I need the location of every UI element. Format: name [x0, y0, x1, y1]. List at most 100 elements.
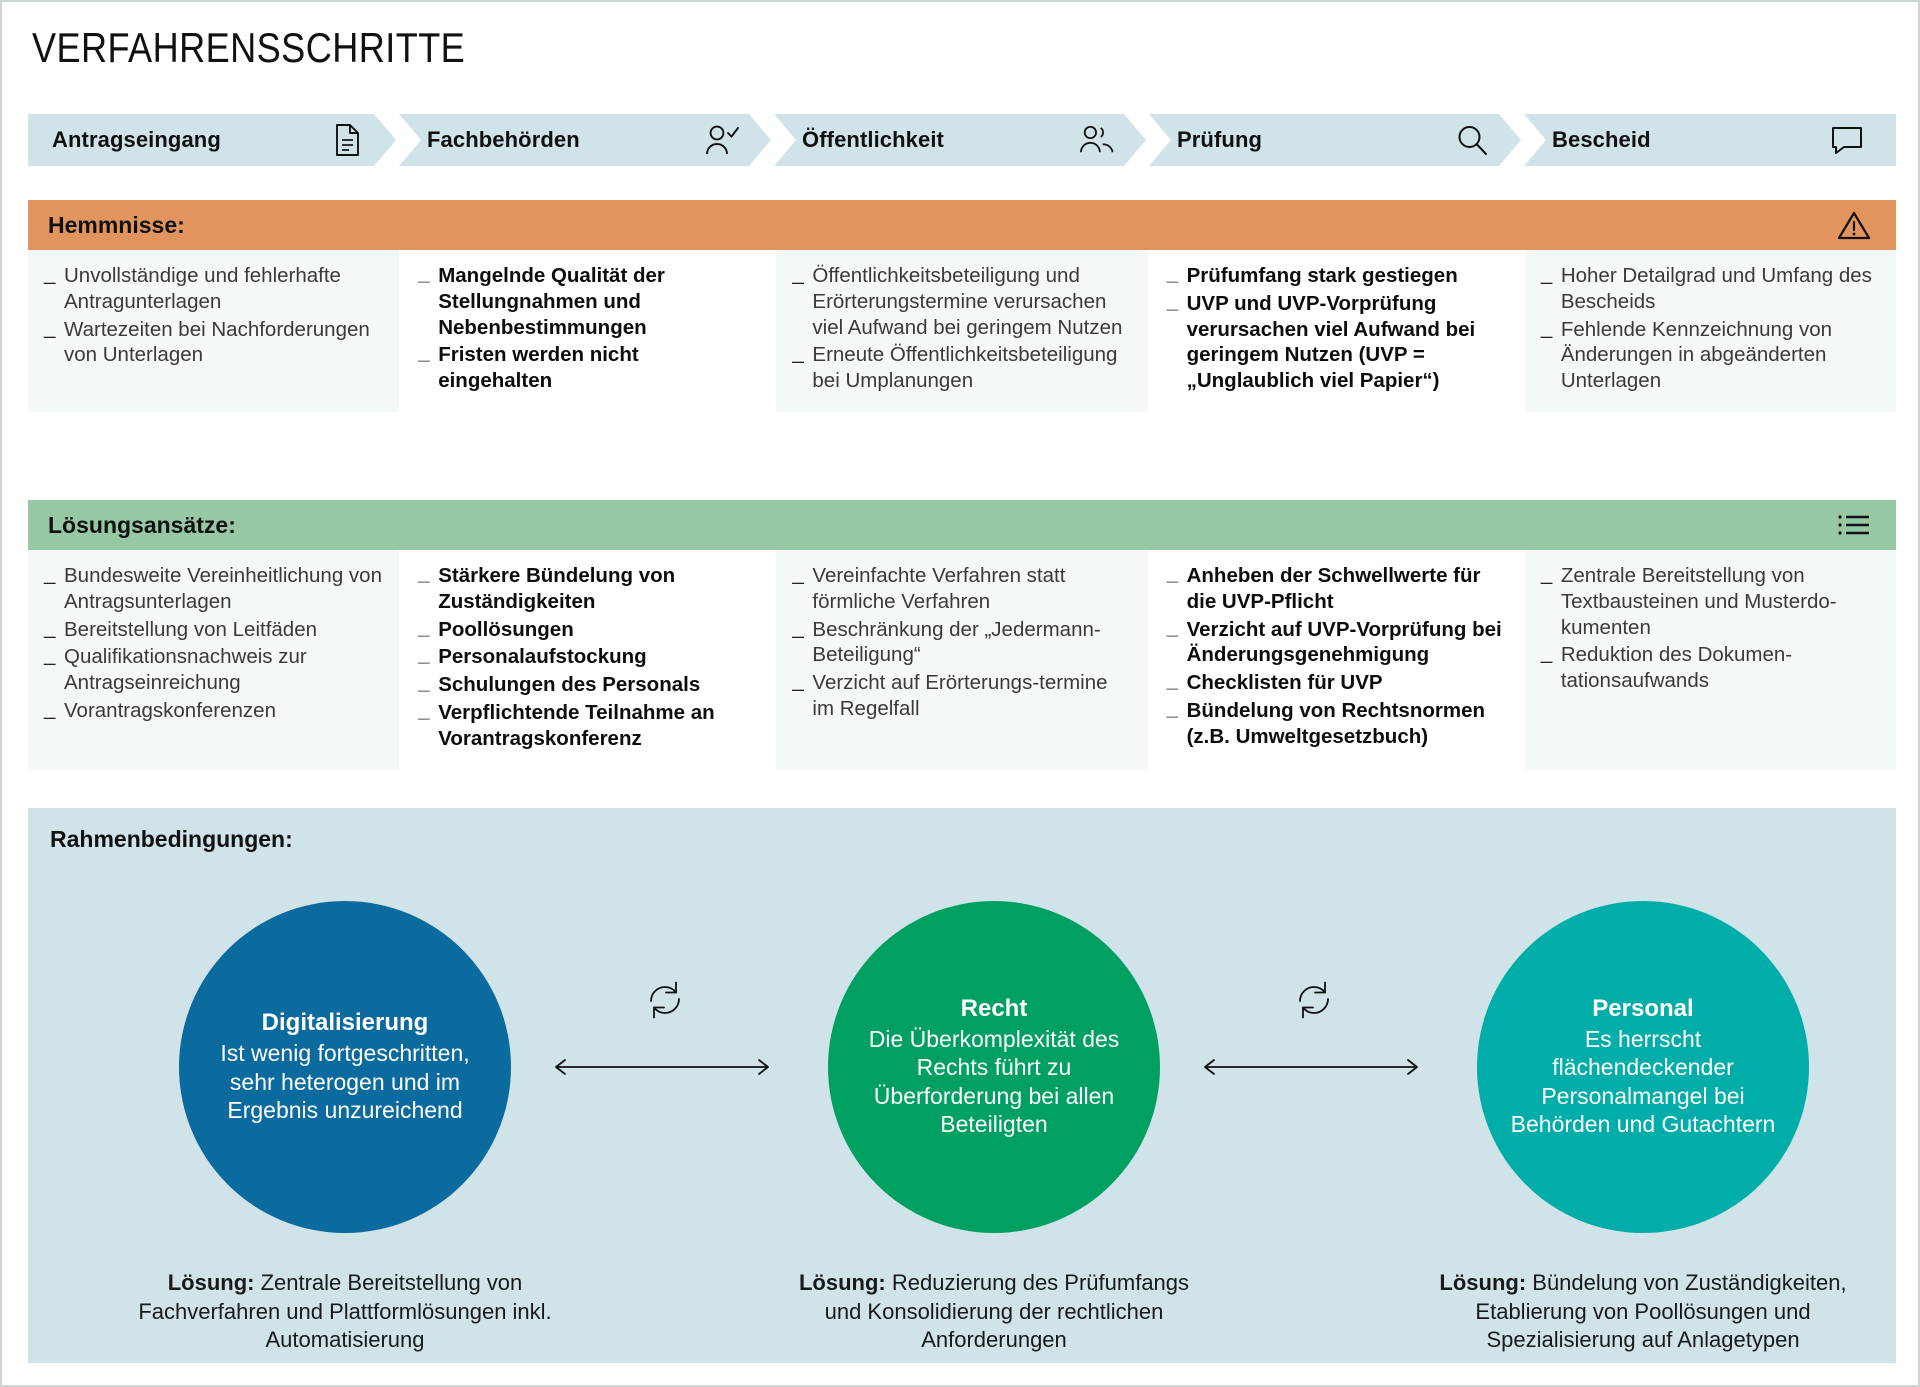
list-item: Hoher Detailgrad und Umfang des Bescheid… [1539, 261, 1880, 315]
warning-triangle-icon [1834, 207, 1874, 243]
condition-connector-2 [1196, 981, 1426, 1129]
process-step-bar: Antragseingang Fachbehörden Öffentlichkeit… [28, 114, 1896, 166]
list-item: Poollösungen [416, 615, 757, 643]
condition-circle-name: Digitalisierung [261, 1009, 429, 1037]
solutions-column-2: Stärkere Bündelung von ZuständigkeitenPo… [402, 550, 774, 770]
bullet-list: Vereinfachte Verfahren statt förmliche V… [790, 561, 1131, 722]
bullet-list: Prüfumfang stark gestiegenUVP und UVP-Vo… [1165, 261, 1506, 394]
list-item: Bereitstellung von Leitfäden [42, 615, 383, 643]
solution-label: Lösung: [798, 1270, 886, 1295]
process-step-1[interactable]: Antragseingang [28, 114, 396, 166]
conditions-title: Rahmenbedingungen: [50, 826, 293, 852]
condition-circle-name: Recht [960, 995, 1028, 1023]
condition-connector-1 [547, 981, 777, 1129]
list-item: Reduktion des Dokumen-tationsaufwands [1539, 640, 1880, 694]
list-item: Vereinfachte Verfahren statt förmliche V… [790, 561, 1131, 615]
process-step-label: Prüfung [1177, 127, 1263, 152]
condition-solution-caption-2: Lösung: Reduzierung des Prüfumfangs und … [779, 1269, 1209, 1355]
condition-circle-name: Personal [1592, 995, 1694, 1023]
condition-circle-description: Ist wenig fortgeschritten, sehr heteroge… [220, 1040, 470, 1124]
list-item: Mangelnde Qualität der Stellungnahmen un… [416, 261, 757, 340]
users-group-icon [1080, 123, 1114, 157]
process-step-4[interactable]: Prüfung [1149, 114, 1521, 166]
solution-label: Lösung: [167, 1270, 255, 1295]
bullet-list: Öffentlichkeitsbeteiligung und Erörterun… [790, 261, 1131, 394]
document-icon [330, 123, 364, 157]
bullet-list: Zentrale Bereitstellung von Textbaustein… [1539, 561, 1880, 694]
list-item: Erneute Öffentlichkeitsbeteiligung bei U… [790, 340, 1131, 394]
list-item: Wartezeiten bei Nachforderungen von Unte… [42, 315, 383, 369]
obstacles-column-1: Unvollständige und fehlerhafte Antragunt… [28, 250, 400, 413]
solution-label: Lösung: [1439, 1270, 1527, 1295]
list-item: Fehlende Kennzeichnung von Änderungen in… [1539, 315, 1880, 394]
bullet-list: Bundesweite Vereinheitlichung von Antrag… [42, 561, 383, 724]
refresh-cycle-icon [642, 977, 688, 1023]
solutions-column-1: Bundesweite Vereinheitlichung von Antrag… [28, 550, 400, 770]
solutions-columns: Bundesweite Vereinheitlichung von Antrag… [28, 550, 1897, 770]
process-step-5[interactable]: Bescheid [1524, 114, 1896, 166]
list-item: Vorantragskonferenzen [42, 696, 383, 724]
bullet-list: Stärkere Bündelung von ZuständigkeitenPo… [416, 561, 757, 752]
double-arrow-icon [1196, 1055, 1426, 1079]
list-item: Personalaufstockung [416, 642, 757, 670]
process-step-label: Öffentlichkeit [802, 127, 944, 152]
list-item: Unvollständige und fehlerhafte Antragunt… [42, 261, 383, 315]
list-item: Öffentlichkeitsbeteiligung und Erörterun… [790, 261, 1131, 340]
page-title: VERFAHRENSSCHRITTE [32, 24, 466, 71]
list-item: Beschränkung der „Jedermann-Beteiligung“ [790, 615, 1131, 669]
list-item: Verzicht auf Erörterungs-termine im Rege… [790, 668, 1131, 722]
solutions-column-5: Zentrale Bereitstellung von Textbaustein… [1524, 550, 1897, 770]
condition-solution-caption-1: Lösung: Zentrale Bereitstellung von Fach… [130, 1269, 560, 1355]
solution-text: Zentrale Bereitstellung von Fachverfahre… [138, 1270, 552, 1353]
list-item: UVP und UVP-Vorprüfung verursachen viel … [1165, 289, 1506, 394]
obstacles-columns: Unvollständige und fehlerhafte Antragunt… [28, 250, 1897, 413]
solutions-column-3: Vereinfachte Verfahren statt förmliche V… [776, 550, 1148, 770]
list-item: Qualifikationsnachweis zur Antragseinrei… [42, 642, 383, 696]
list-item: Checklisten für UVP [1165, 668, 1506, 696]
solutions-title: Lösungsansätze: [48, 511, 236, 538]
condition-solution-caption-3: Lösung: Bündelung von Zuständigkeiten, E… [1428, 1269, 1858, 1355]
process-step-2[interactable]: Fachbehörden [399, 114, 771, 166]
list-item: Bundesweite Vereinheitlichung von Antrag… [42, 561, 383, 615]
condition-circle-description: Es herrscht flächendeckender Personalman… [1510, 1025, 1776, 1138]
list-item: Schulungen des Personals [416, 670, 757, 698]
solutions-column-4: Anheben der Schwellwerte für die UVP-Pfl… [1150, 550, 1522, 770]
list-item: Verzicht auf UVP-Vorprüfung bei Änderung… [1165, 615, 1506, 669]
obstacles-column-4: Prüfumfang stark gestiegenUVP und UVP-Vo… [1150, 250, 1522, 413]
list-item: Verpflichtende Teilnahme an Vorantragsko… [416, 698, 757, 752]
condition-circle-description: Die Überkomplexität des Rechts führt zu … [868, 1025, 1120, 1138]
solutions-section: Lösungsansätze: Bundesweite Vereinheitli… [28, 500, 1897, 770]
list-item: Zentrale Bereitstellung von Textbaustein… [1539, 561, 1880, 640]
list-item: Fristen werden nicht eingehalten [416, 340, 757, 394]
checklist-icon [1834, 507, 1874, 543]
obstacles-column-3: Öffentlichkeitsbeteiligung und Erörterun… [776, 250, 1148, 413]
list-item: Prüfumfang stark gestiegen [1165, 261, 1506, 289]
obstacles-section: Hemmnisse: Unvollständige und fehlerhaft… [28, 200, 1897, 413]
process-step-label: Fachbehörden [427, 127, 580, 152]
list-item: Bündelung von Rechtsnormen (z.B. Umweltg… [1165, 696, 1506, 750]
bullet-list: Hoher Detailgrad und Umfang des Bescheid… [1539, 261, 1880, 394]
obstacles-title: Hemmnisse: [48, 211, 185, 238]
bullet-list: Mangelnde Qualität der Stellungnahmen un… [416, 261, 757, 394]
process-step-3[interactable]: Öffentlichkeit [774, 114, 1146, 166]
magnifier-icon [1455, 123, 1489, 157]
solution-text: Reduzierung des Prüfumfangs und Konsolid… [824, 1270, 1190, 1353]
refresh-cycle-icon [1291, 977, 1337, 1023]
double-arrow-icon [547, 1055, 777, 1079]
user-check-icon [705, 123, 739, 157]
bullet-list: Anheben der Schwellwerte für die UVP-Pfl… [1165, 561, 1506, 750]
solutions-band: Lösungsansätze: [28, 500, 1896, 550]
bullet-list: Unvollständige und fehlerhafte Antragunt… [42, 261, 383, 369]
speech-bubble-icon [1830, 123, 1864, 157]
list-item: Anheben der Schwellwerte für die UVP-Pfl… [1165, 561, 1506, 615]
obstacles-column-2: Mangelnde Qualität der Stellungnahmen un… [402, 250, 774, 413]
obstacles-column-5: Hoher Detailgrad und Umfang des Bescheid… [1524, 250, 1897, 413]
list-item: Stärkere Bündelung von Zuständigkeiten [416, 561, 757, 615]
solution-text: Bündelung von Zuständigkeiten, Etablieru… [1475, 1270, 1847, 1353]
